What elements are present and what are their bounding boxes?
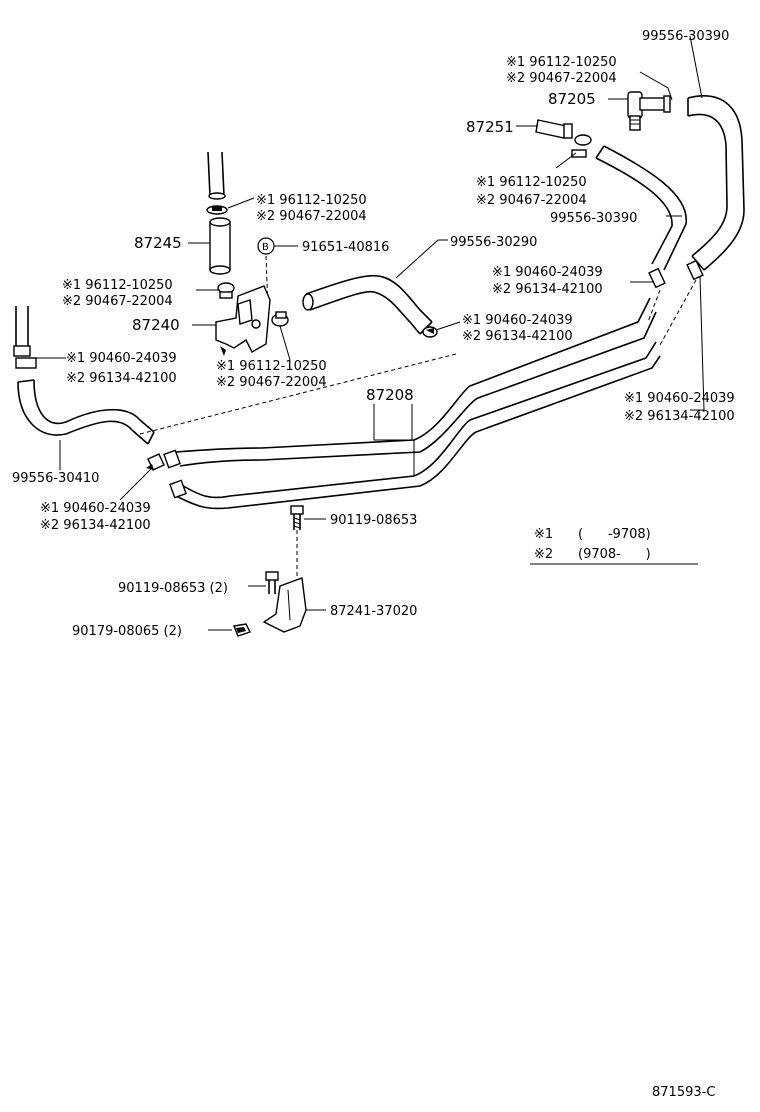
leader-line [119,467,153,501]
bracket-87240-shape [215,285,271,356]
legend-row2-range: (9708- ) [578,547,651,562]
leader-line [395,239,448,279]
hose-99556-30390-top-shape [687,95,745,271]
dashed-line [647,289,661,323]
fitting-87251-shape [535,119,592,158]
label-clip-b1: ※1 96112-10250 [476,175,587,190]
label-bracket-87241: 87241-37020 [330,604,417,619]
leader-line [555,152,577,169]
legend-row1-mark: ※1 [534,527,553,542]
dashed-line [139,353,457,435]
leader-line [227,197,255,209]
pipe-87208-shape [163,297,661,510]
label-clip-i2: ※2 96134-42100 [624,409,735,424]
label-clip-c1: ※1 96112-10250 [256,193,367,208]
label-clip-a1: ※1 96112-10250 [506,55,617,70]
label-hose-99556-30410: 99556-30410 [12,471,99,486]
clip-left-junction [146,453,165,471]
clip-center-right [422,326,438,338]
label-clip-d2: ※2 90467-22004 [62,294,173,309]
clip-center-mid [217,282,235,299]
hose-99556-30290-shape [302,274,433,335]
label-clip-b2: ※2 90467-22004 [476,193,587,208]
leader-line [639,71,673,101]
label-clip-f1: ※1 90460-24039 [462,313,573,328]
clip-right-upper [648,259,704,289]
clip-bracket-right [271,311,289,327]
nut-90179-shape [233,623,251,637]
diagram-id: 871593-C [652,1085,715,1100]
label-bracket-87240: 87240 [132,316,180,334]
leader-line [690,275,705,411]
label-fitting-87251: 87251 [466,118,514,136]
hose-87245-shape [209,217,231,275]
leader-line [689,35,703,99]
label-clip-i1: ※1 90460-24039 [624,391,735,406]
bracket-87241-shape [262,577,307,633]
label-clip-j1: ※1 90460-24039 [40,501,151,516]
label-clip-c2: ※2 90467-22004 [256,209,367,224]
label-pipe-87208: 87208 [366,386,414,404]
label-clip-h2: ※2 96134-42100 [66,371,177,386]
bolt-90119-top-shape [290,505,304,530]
label-hose-99556-30390-top: 99556-30390 [642,29,729,44]
label-clip-h1: ※1 90460-24039 [66,351,177,366]
label-clip-g1: ※1 96112-10250 [216,359,327,374]
label-bolt-90119-2: 90119-08653 (2) [118,581,228,596]
leader-line [435,321,461,331]
label-hose-99556-30290: 99556-30290 [450,235,537,250]
label-nut-90179: 90179-08065 (2) [72,624,182,639]
label-bolt-90119-top: 90119-08653 [330,513,417,528]
label-clip-j2: ※2 96134-42100 [40,518,151,533]
dashed-line [659,279,697,346]
clip-center-top [206,205,228,215]
center-pipe-stub [207,151,226,200]
legend-row2-mark: ※2 [534,547,553,562]
leader-line [373,404,413,441]
hose-99556-30410-shape [17,379,155,445]
label-clip-f2: ※2 96134-42100 [462,329,573,344]
label-hose-99556-30390-mid: 99556-30390 [550,211,637,226]
label-clip-e2: ※2 96134-42100 [492,282,603,297]
legend-row1-range: ( -9708) [578,527,651,542]
label-bolt-b: 91651-40816 [302,240,389,255]
label-clip-e1: ※1 90460-24039 [492,265,603,280]
label-valve-87205: 87205 [548,90,596,108]
hose-99556-30390-mid-shape [595,145,687,271]
label-hose-87245: 87245 [134,234,182,252]
leader-line [279,325,291,361]
label-callout-b: B [262,242,269,253]
valve-87205-shape [627,91,671,131]
label-clip-a2: ※2 90467-22004 [506,71,617,86]
bolt-90119-2-shape [265,571,279,594]
label-clip-g2: ※2 90467-22004 [216,375,327,390]
left-pipe-stub [13,306,37,369]
label-clip-d1: ※1 96112-10250 [62,278,173,293]
